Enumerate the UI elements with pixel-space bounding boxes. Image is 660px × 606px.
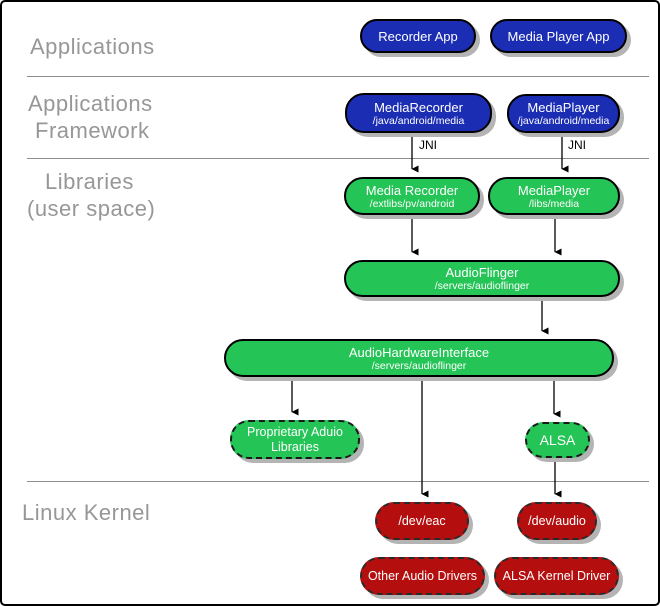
node-audio-hardware-interface-path: /servers/audioflinger <box>371 359 467 372</box>
node-audio-hardware-interface-label: AudioHardwareInterface <box>348 344 490 360</box>
node-dev-eac-label: /dev/eac <box>398 513 446 528</box>
section-label-libraries: Libraries (user space) <box>27 168 155 222</box>
section-label-framework-line2: Framework <box>35 118 150 143</box>
node-mediarecorder-framework: MediaRecorder /java/android/media <box>345 93 492 133</box>
node-recorder-app-label: Recorder App <box>378 28 458 44</box>
section-label-framework: Applications Framework <box>28 90 153 144</box>
node-media-recorder-library-path: /extlibs/pv/android <box>369 197 455 210</box>
node-audioflinger-path: /servers/audioflinger <box>434 280 530 292</box>
jni-label-left: JNI <box>419 138 437 152</box>
node-mediaplayer-library-path: /libs/media <box>528 197 580 210</box>
node-media-recorder-library: Media Recorder /extlibs/pv/android <box>344 177 480 215</box>
node-mediarecorder-framework-path: /java/android/media <box>372 114 465 127</box>
separator-libraries-kernel <box>27 481 649 482</box>
node-alsa-label: ALSA <box>539 432 576 448</box>
node-alsa-kernel-driver: ALSA Kernel Driver <box>494 557 619 595</box>
section-label-libraries-line1: Libraries <box>45 169 134 194</box>
node-proprietary-audio-libraries: Proprietary Aduio Libraries <box>230 420 360 459</box>
separator-applications-framework <box>27 76 649 77</box>
node-proprietary-audio-libraries-label: Proprietary Aduio Libraries <box>247 424 343 454</box>
section-label-libraries-line2: (user space) <box>27 196 156 221</box>
section-label-applications: Applications <box>30 34 155 59</box>
node-mediaplayer-framework-label: MediaPlayer <box>527 100 600 115</box>
node-media-recorder-library-label: Media Recorder <box>365 182 459 198</box>
node-mediarecorder-framework-label: MediaRecorder <box>374 99 463 115</box>
node-audioflinger: AudioFlinger /servers/audioflinger <box>344 260 620 297</box>
jni-label-right: JNI <box>568 138 586 152</box>
node-recorder-app: Recorder App <box>360 19 476 53</box>
section-label-linux-kernel: Linux Kernel <box>22 500 151 525</box>
node-mediaplayer-library-label: MediaPlayer <box>517 182 591 198</box>
node-audioflinger-label: AudioFlinger <box>445 265 519 280</box>
node-media-player-app-label: Media Player App <box>507 28 610 44</box>
node-mediaplayer-library: MediaPlayer /libs/media <box>488 177 620 215</box>
node-dev-audio: /dev/audio <box>517 502 597 540</box>
node-dev-eac: /dev/eac <box>375 502 469 540</box>
node-alsa-kernel-driver-label: ALSA Kernel Driver <box>502 568 611 583</box>
node-other-audio-drivers-label: Other Audio Drivers <box>367 568 478 583</box>
node-mediaplayer-framework: MediaPlayer /java/android/media <box>507 94 620 133</box>
node-alsa: ALSA <box>525 422 590 458</box>
node-dev-audio-label: /dev/audio <box>528 513 586 528</box>
node-mediaplayer-framework-path: /java/android/media <box>517 115 610 127</box>
separator-framework-libraries <box>27 158 649 159</box>
node-media-player-app: Media Player App <box>490 19 627 53</box>
node-audio-hardware-interface: AudioHardwareInterface /servers/audiofli… <box>224 339 614 377</box>
node-other-audio-drivers: Other Audio Drivers <box>360 557 485 595</box>
section-label-framework-line1: Applications <box>28 91 153 116</box>
